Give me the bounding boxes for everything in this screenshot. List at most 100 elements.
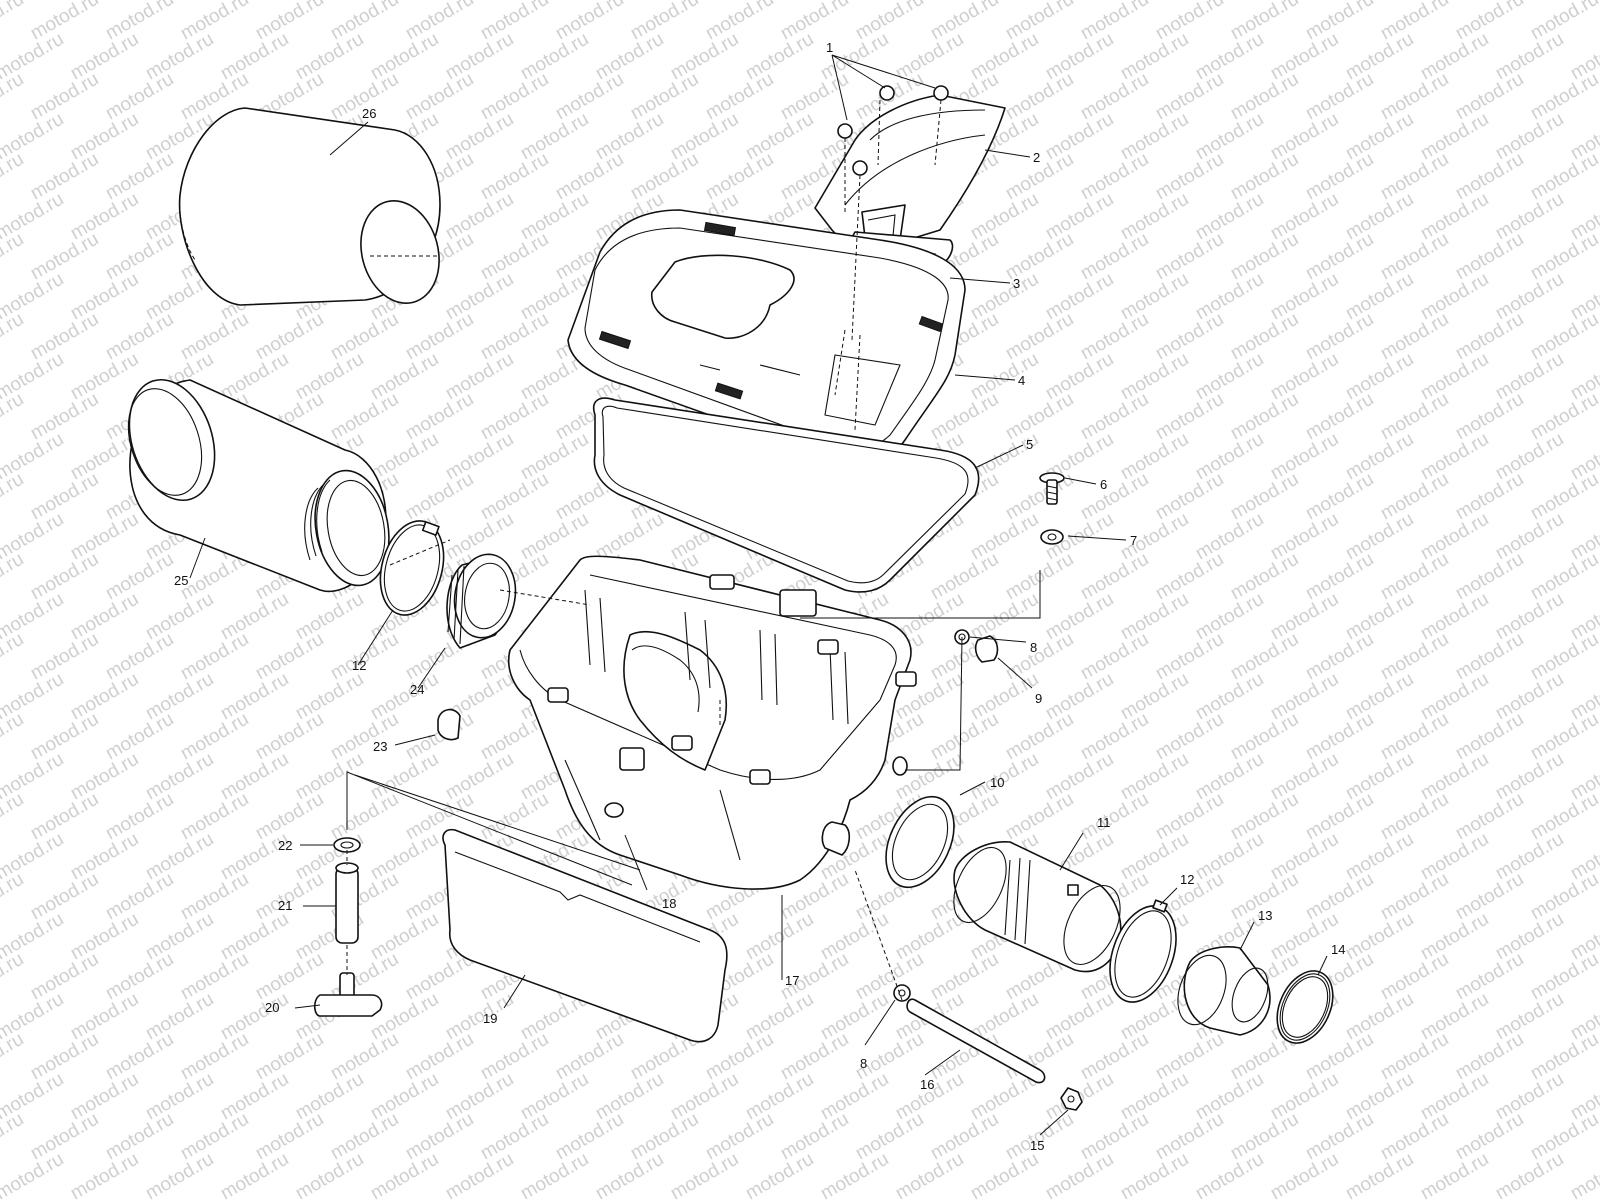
- watermark-text: motod.ru: [1342, 1149, 1417, 1200]
- watermark-text: motod.ru: [1452, 229, 1527, 285]
- watermark-text: motod.ru: [777, 1109, 852, 1165]
- watermark-text: motod.ru: [817, 1149, 892, 1200]
- watermark-text: motod.ru: [0, 1029, 27, 1085]
- watermark-text: motod.ru: [477, 389, 552, 445]
- callout-4: 4: [1018, 373, 1025, 388]
- watermark-text: motod.ru: [1452, 549, 1527, 605]
- watermark-text: motod.ru: [667, 1149, 742, 1200]
- watermark-text: motod.ru: [0, 469, 27, 525]
- watermark-text: motod.ru: [967, 1149, 1042, 1200]
- watermark-text: motod.ru: [327, 1109, 402, 1165]
- watermark-text: motod.ru: [1077, 1109, 1152, 1165]
- callout-3: 3: [1013, 276, 1020, 291]
- watermark-text: motod.ru: [1377, 1029, 1452, 1085]
- watermark-text: motod.ru: [777, 0, 852, 44]
- watermark-text: motod.ru: [1152, 309, 1227, 365]
- watermark-text: motod.ru: [327, 709, 402, 765]
- watermark-text: motod.ru: [1452, 0, 1527, 44]
- watermark-text: motod.ru: [627, 0, 702, 44]
- watermark-text: motod.ru: [1377, 709, 1452, 765]
- watermark-text: motod.ru: [1152, 0, 1227, 44]
- callout-10: 10: [990, 775, 1004, 790]
- watermark-text: motod.ru: [1227, 149, 1302, 205]
- watermark-text: motod.ru: [1152, 1029, 1227, 1085]
- watermark-text: motod.ru: [252, 949, 327, 1005]
- watermark-text: motod.ru: [102, 229, 177, 285]
- watermark-text: motod.ru: [102, 869, 177, 925]
- callout-12-lower: 12: [1180, 872, 1194, 887]
- watermark-text: motod.ru: [477, 149, 552, 205]
- watermark-text: motod.ru: [1527, 309, 1600, 365]
- watermark-text: motod.ru: [1452, 309, 1527, 365]
- watermark-text: motod.ru: [1077, 389, 1152, 445]
- watermark-text: motod.ru: [177, 1109, 252, 1165]
- watermark-text: motod.ru: [927, 389, 1002, 445]
- callout-labels: 1 2 3 4 5 6 7 8 9 10 11 12 12 13 14 15 1…: [174, 40, 1345, 1153]
- watermark-text: motod.ru: [1077, 309, 1152, 365]
- watermark-text: motod.ru: [1002, 789, 1077, 845]
- watermark-text: motod.ru: [1077, 0, 1152, 44]
- watermark-text: motod.ru: [1377, 629, 1452, 685]
- callout-8: 8: [1030, 640, 1037, 655]
- watermark-text: motod.ru: [1567, 1149, 1600, 1200]
- watermark-text: motod.ru: [1152, 629, 1227, 685]
- watermark-text: motod.ru: [0, 69, 27, 125]
- watermark-text: motod.ru: [1077, 789, 1152, 845]
- part-24-threaded-coupling: [446, 553, 517, 649]
- watermark-text: motod.ru: [777, 1029, 852, 1085]
- watermark-text: motod.ru: [1527, 789, 1600, 845]
- watermark-text: motod.ru: [1002, 389, 1077, 445]
- watermark-text: motod.ru: [102, 309, 177, 365]
- watermark-text: motod.ru: [1302, 629, 1377, 685]
- watermark-text: motod.ru: [327, 789, 402, 845]
- watermark-text: motod.ru: [1077, 149, 1152, 205]
- watermark-text: motod.ru: [27, 949, 102, 1005]
- callout-6: 6: [1100, 477, 1107, 492]
- watermark-text: motod.ru: [0, 549, 27, 605]
- watermark-text: motod.ru: [1377, 949, 1452, 1005]
- watermark-text: motod.ru: [1077, 69, 1152, 125]
- watermark-text: motod.ru: [27, 389, 102, 445]
- watermark-text: motod.ru: [102, 1029, 177, 1085]
- watermark-text: motod.ru: [517, 1149, 592, 1200]
- watermark-text: motod.ru: [327, 0, 402, 44]
- watermark-text: motod.ru: [1002, 709, 1077, 765]
- watermark-text: motod.ru: [292, 1149, 367, 1200]
- watermark-text: motod.ru: [327, 1029, 402, 1085]
- callout-22: 22: [278, 838, 292, 853]
- watermark-text: motod.ru: [1227, 789, 1302, 845]
- watermark-text: motod.ru: [927, 949, 1002, 1005]
- watermark-text: motod.ru: [177, 789, 252, 845]
- watermark-text: motod.ru: [1452, 789, 1527, 845]
- watermark-text: motod.ru: [702, 1029, 777, 1085]
- watermark-text: motod.ru: [477, 229, 552, 285]
- assembly-lines: [346, 99, 942, 1001]
- watermark-text: motod.ru: [177, 709, 252, 765]
- callout-12-upper: 12: [352, 658, 366, 673]
- watermark-text: motod.ru: [477, 789, 552, 845]
- callout-19: 19: [483, 1011, 497, 1026]
- part-9-cap: [974, 635, 999, 663]
- watermark-text: motod.ru: [1227, 69, 1302, 125]
- watermark-text: motod.ru: [1077, 709, 1152, 765]
- watermark-text: motod.ru: [1452, 469, 1527, 525]
- watermark-text: motod.ru: [477, 1109, 552, 1165]
- callout-13: 13: [1258, 908, 1272, 923]
- watermark-text: motod.ru: [402, 0, 477, 44]
- watermark-text: motod.ru: [252, 0, 327, 44]
- watermark-text: motod.ru: [27, 1109, 102, 1165]
- watermark-text: motod.ru: [102, 549, 177, 605]
- watermark-text: motod.ru: [1527, 469, 1600, 525]
- watermark-text: motod.ru: [892, 1149, 967, 1200]
- watermark-text: motod.ru: [1377, 389, 1452, 445]
- watermark-text: motod.ru: [1302, 389, 1377, 445]
- watermark-text: motod.ru: [1377, 1109, 1452, 1165]
- watermark-text: motod.ru: [27, 149, 102, 205]
- watermark-text: motod.ru: [1452, 709, 1527, 765]
- watermark-text: motod.ru: [1152, 149, 1227, 205]
- callout-20: 20: [265, 1000, 279, 1015]
- watermark-text: motod.ru: [1117, 1149, 1192, 1200]
- part-8-clamp-lower: [893, 984, 911, 1002]
- watermark-text: motod.ru: [177, 1029, 252, 1085]
- watermark-text: motod.ru: [1302, 0, 1377, 44]
